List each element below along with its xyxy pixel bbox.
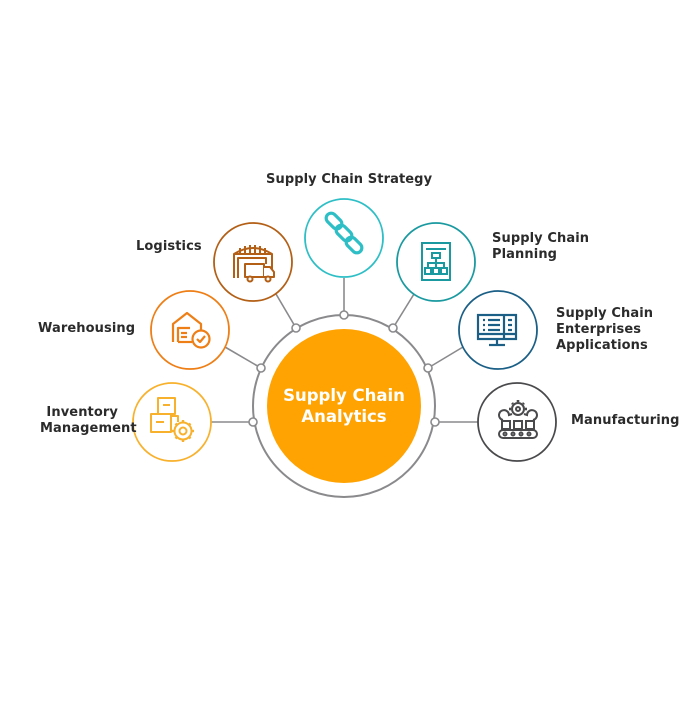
label-line: Supply Chain	[492, 231, 590, 246]
node-enterprise	[423, 363, 433, 373]
org-chart-icon	[421, 242, 451, 281]
satellite-circle-logistics	[213, 222, 293, 302]
connector-enterprise	[427, 346, 464, 369]
center-title: Supply Chain Analytics	[264, 385, 424, 427]
connector-planning	[392, 293, 415, 329]
connector-logistics	[275, 293, 297, 329]
label-line: Supply Chain	[556, 306, 654, 321]
connector-lines	[211, 278, 478, 423]
warehouse-truck-icon	[233, 245, 275, 283]
node-warehousing	[256, 363, 266, 373]
label-line: Enterprises	[556, 322, 642, 337]
monitor-icon	[476, 313, 518, 347]
item-warehousing	[150, 290, 230, 370]
label-warehousing: Warehousing	[38, 321, 135, 337]
label-supply-chain-enterprises-applications: Supply Chain Enterprises Applications	[556, 306, 653, 354]
label-supply-chain-strategy: Supply Chain Strategy	[266, 172, 432, 188]
item-manufacturing	[477, 382, 557, 462]
center-title-line-1: Supply Chain	[283, 386, 405, 405]
label-line: Supply Chain Strategy	[266, 172, 433, 187]
label-supply-chain-planning: Supply Chain Planning	[492, 231, 589, 263]
label-inventory-management: Inventory Management	[40, 405, 137, 437]
satellite-circle-warehousing	[150, 290, 230, 370]
label-logistics: Logistics	[136, 239, 202, 255]
node-logistics	[291, 323, 301, 333]
label-line: Management	[40, 421, 137, 436]
label-line: Warehousing	[38, 321, 136, 336]
boxes-gear-icon	[150, 397, 194, 442]
center-disc	[267, 329, 421, 483]
ring-nodes	[248, 310, 440, 427]
node-strategy	[339, 310, 349, 320]
chain-link-icon	[324, 211, 364, 255]
item-logistics	[213, 222, 293, 302]
item-inventory-management	[132, 382, 212, 462]
label-manufacturing: Manufacturing	[571, 413, 680, 429]
assembly-line-icon	[498, 400, 538, 439]
label-line: Inventory	[46, 405, 118, 420]
label-line: Planning	[492, 247, 558, 262]
label-line: Logistics	[136, 239, 202, 254]
item-supply-chain-enterprises-applications	[458, 290, 538, 370]
item-supply-chain-planning	[396, 222, 476, 302]
label-line: Applications	[556, 338, 648, 353]
node-inventory	[248, 417, 258, 427]
warehouse-check-icon	[171, 311, 211, 349]
connector-warehousing	[224, 346, 262, 369]
item-supply-chain-strategy	[304, 198, 384, 278]
center-title-line-2: Analytics	[301, 407, 387, 426]
node-planning	[388, 323, 398, 333]
label-line: Manufacturing	[571, 413, 680, 428]
node-manufacturing	[430, 417, 440, 427]
